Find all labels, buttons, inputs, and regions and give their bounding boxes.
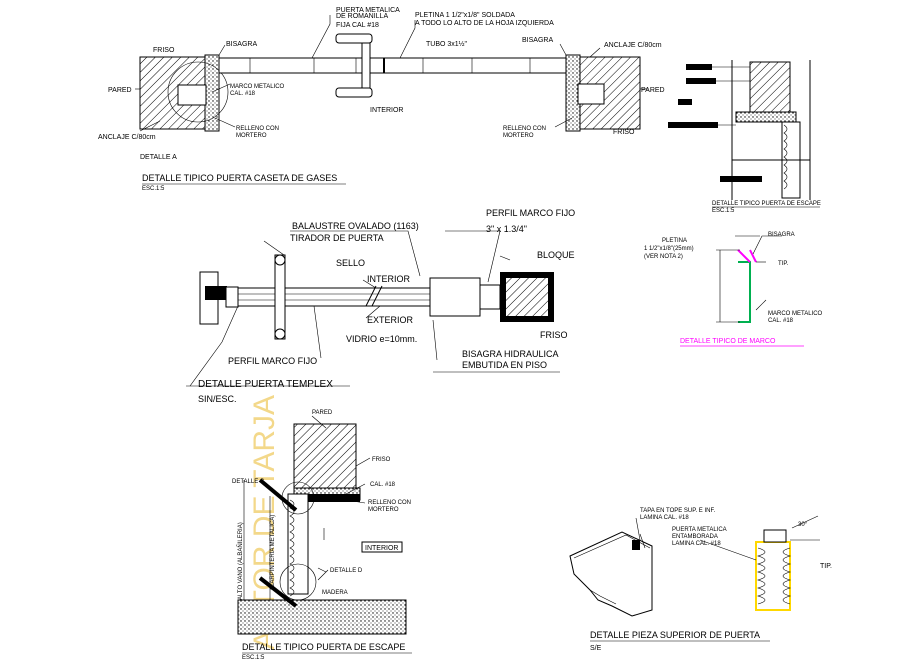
marco-profile <box>738 261 751 323</box>
scale-templex: SIN/ESC. <box>198 394 237 404</box>
label-relleno-left: RELLENO CON <box>236 126 279 132</box>
label-angle: 30° <box>798 522 808 528</box>
label-friso-escape: FRISO <box>372 457 391 463</box>
label-interior: INTERIOR <box>370 107 403 114</box>
label-pletina: PLETINA <box>662 238 687 244</box>
detail-marco: PLETINA 1 1/2"x1/8"(25mm) (VER NOTA 2) B… <box>644 232 823 347</box>
label-mortero-left: MORTERO <box>236 133 267 139</box>
label-fija-cal: FIJA CAL #18 <box>336 22 379 29</box>
label-tubo: TUBO 3x1½" <box>426 40 468 48</box>
scale-escape: ESC.1:5 <box>242 655 265 661</box>
label-bisagra-2: EMBUTIDA EN PISO <box>462 360 547 370</box>
label-marco-metalico-marco: MARCO METALICO <box>768 311 823 317</box>
detail-a-circle <box>167 61 229 123</box>
title-caseta: DETALLE TIPICO PUERTA CASETA DE GASES <box>142 173 337 183</box>
title-escape-small: DETALLE TIPICO PUERTA DE ESCAPE <box>712 201 821 207</box>
label-mortero-right: MORTERO <box>503 133 534 139</box>
label-de-romanilla: DE ROMANILLA <box>336 13 388 20</box>
label-bisagra-left: BISAGRA <box>226 41 257 48</box>
label-cal-18: CAL. #18 <box>230 91 256 97</box>
label-friso-templex: FRISO <box>540 330 568 340</box>
scale-escape-small: ESC.1:5 <box>712 208 735 214</box>
label-mortero-escape: MORTERO <box>368 507 399 513</box>
label-pletina-1: PLETINA 1 1/2"x1/8" SOLDADA <box>415 12 515 19</box>
left-infill <box>204 54 220 132</box>
label-balaustre: BALAUSTRE OVALADO (1163) <box>292 221 419 231</box>
label-pared-left: PARED <box>108 87 132 94</box>
label-madera: MADERA <box>322 590 348 596</box>
label-interior-escape: INTERIOR <box>365 545 398 552</box>
label-friso-left: FRISO <box>153 47 175 54</box>
escape-wall <box>293 423 357 489</box>
label-bloque: BLOQUE <box>537 250 575 260</box>
title-escape: DETALLE TIPICO PUERTA DE ESCAPE <box>242 642 405 652</box>
label-pletina-size: 1 1/2"x1/8"(25mm) <box>644 246 694 252</box>
label-perfil-size: 3" x 1.3/4" <box>486 224 527 234</box>
label-detalle-a: DETALLE A <box>140 154 177 161</box>
label-relleno-right: RELLENO CON <box>503 126 546 132</box>
label-pletina-2: A TODO LO ALTO DE LA HOJA IZQUIERDA <box>415 20 554 27</box>
door-handle <box>335 33 385 98</box>
label-friso-right: FRISO <box>613 129 635 136</box>
label-carpinteria: (CARPINTERIA METALICA) <box>270 515 276 590</box>
glass-panel <box>237 287 431 307</box>
label-ver-nota: (VER NOTA 2) <box>644 254 683 260</box>
pieza-iso-shape <box>569 531 653 617</box>
label-tip-marco: TIP. <box>778 261 789 267</box>
detail-caseta-gases: PUERTA METALICA DE ROMANILLA FIJA CAL #1… <box>98 7 665 192</box>
label-detalle-d: DETALLE D <box>330 568 363 574</box>
label-detalle-c: DETALLE C <box>232 479 265 485</box>
detail-pieza-superior: TAPA EN TOPE SUP. E INF. LAMINA CAL. #18… <box>569 508 832 652</box>
scale-pieza: S/E <box>590 645 602 652</box>
label-puerta-2: ENTAMBORADA <box>672 534 718 540</box>
detail-escape-small: DETALLE TIPICO PUERTA DE ESCAPE ESC.1:5 <box>668 60 821 214</box>
detail-escape: AUTOR DE TARJA PARED FRISO DETALLE C CAL… <box>232 395 412 661</box>
label-tip-pieza: TIP. <box>820 563 832 570</box>
title-templex: DETALLE PUERTA TEMPLEX <box>198 379 333 390</box>
label-sello: SELLO <box>336 258 365 268</box>
pull-handle <box>274 254 286 340</box>
label-exterior-templex: EXTERIOR <box>367 315 414 325</box>
label-marco-metalico: MARCO METALICO <box>230 84 285 90</box>
right-frame-box <box>577 83 605 105</box>
label-puerta-1: PUERTA METALICA <box>672 527 727 533</box>
label-puerta-3: LAMINA CAL. #18 <box>672 541 721 547</box>
label-perfil-marco: PERFIL MARCO FIJO <box>486 208 575 218</box>
scale-caseta: ESC.1:5 <box>142 186 165 192</box>
label-alto-vano: ALTO VANO (ALBAÑILERIA) <box>237 522 244 600</box>
label-interior-templex: INTERIOR <box>367 274 411 284</box>
label-anclaje-left: ANCLAJE C/80cm <box>98 134 156 141</box>
label-bisagra-1: BISAGRA HIDRAULICA <box>462 349 559 359</box>
title-pieza: DETALLE PIEZA SUPERIOR DE PUERTA <box>590 630 760 640</box>
label-tapa-1: TAPA EN TOPE SUP. E INF. <box>640 508 715 514</box>
floor-slab <box>237 599 407 635</box>
label-cal-marco: CAL. #18 <box>768 318 794 324</box>
pieza-section <box>755 541 791 611</box>
label-cal-escape: CAL. #18 <box>370 482 396 488</box>
label-bisagra-marco: BISAGRA <box>768 232 795 238</box>
label-pared-right: PARED <box>641 87 665 94</box>
label-tapa-2: LAMINA CAL. #18 <box>640 515 689 521</box>
label-bisagra-right: BISAGRA <box>522 37 553 44</box>
left-frame-box <box>177 84 207 106</box>
detail-templex: BALAUSTRE OVALADO (1163) TIRADOR DE PUER… <box>186 208 575 404</box>
title-marco: DETALLE TIPICO DE MARCO <box>680 338 776 345</box>
label-pared-escape: PARED <box>312 410 333 416</box>
interior-tag <box>361 541 403 553</box>
label-puerta-metalica: PUERTA METALICA <box>336 7 400 14</box>
label-tirador: TIRADOR DE PUERTA <box>290 233 384 243</box>
label-relleno-escape: RELLENO CON <box>368 500 411 506</box>
label-perfil-marco-fijo: PERFIL MARCO FIJO <box>228 356 317 366</box>
door-leaf <box>218 57 567 74</box>
label-anclaje-right: ANCLAJE C/80cm <box>604 42 662 49</box>
label-vidrio: VIDRIO e=10mm. <box>346 334 417 344</box>
